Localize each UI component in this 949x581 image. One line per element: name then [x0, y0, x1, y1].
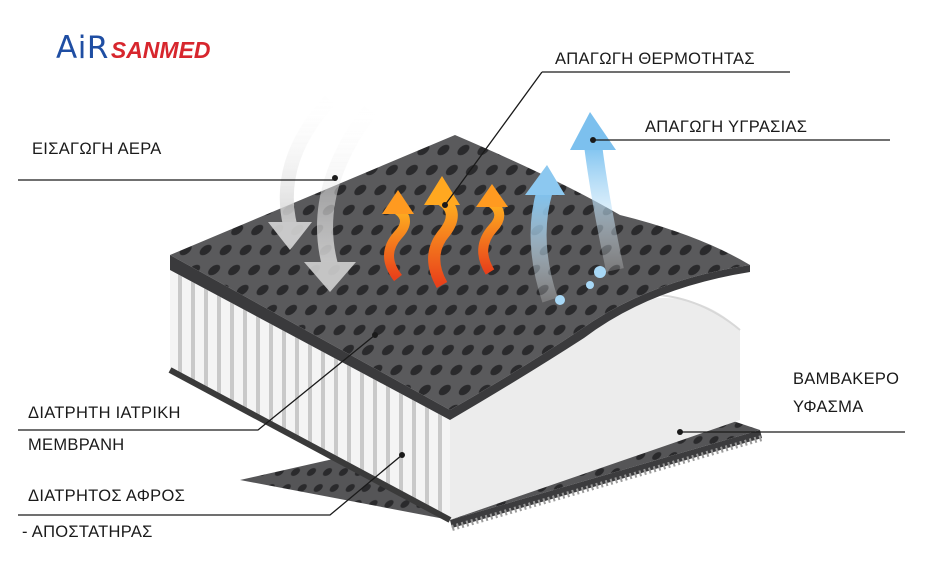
leader-membrane: [18, 334, 376, 431]
label-membrane-line1: ΔΙΑΤΡΗΤΗ ΙΑΤΡΙΚΗ: [28, 404, 181, 422]
leader-dots: [332, 137, 683, 458]
logo-air-text: AiR: [56, 30, 109, 66]
label-foam-line1: ΔΙΑΤΡΗΤΟΣ ΑΦΡΟΣ: [28, 487, 186, 505]
perforated-membrane-layer: [170, 135, 750, 420]
label-cotton-line1: ΒΑΜΒΑΚΕΡΟ: [793, 370, 900, 388]
label-heat-removal: ΑΠΑΓΩΓΗ ΘΕΡΜΟΤΗΤΑΣ: [555, 50, 755, 68]
foam-spacer-layer: [168, 270, 741, 523]
label-foam-line2: - ΑΠΟΣΤΑΤΗΡΑΣ: [22, 523, 153, 541]
label-moisture-removal: ΑΠΑΓΩΓΗ ΥΓΡΑΣΙΑΣ: [645, 118, 808, 136]
label-cotton-line2: ΥΦΑΣΜΑ: [793, 398, 864, 416]
leader-lines: [18, 71, 905, 516]
leader-heat: [444, 71, 790, 206]
air-intake-arrows: [268, 95, 377, 292]
logo: AiR SANMED: [56, 30, 211, 70]
moisture-arrows: [525, 112, 624, 305]
logo-sanmed-text: SANMED: [110, 37, 211, 63]
label-membrane-line2: ΜΕΜΒΡΑΝΗ: [28, 436, 125, 454]
label-air-intake: ΕΙΣΑΓΩΓΗ ΑΕΡΑ: [32, 140, 162, 158]
leader-foam: [18, 454, 403, 516]
